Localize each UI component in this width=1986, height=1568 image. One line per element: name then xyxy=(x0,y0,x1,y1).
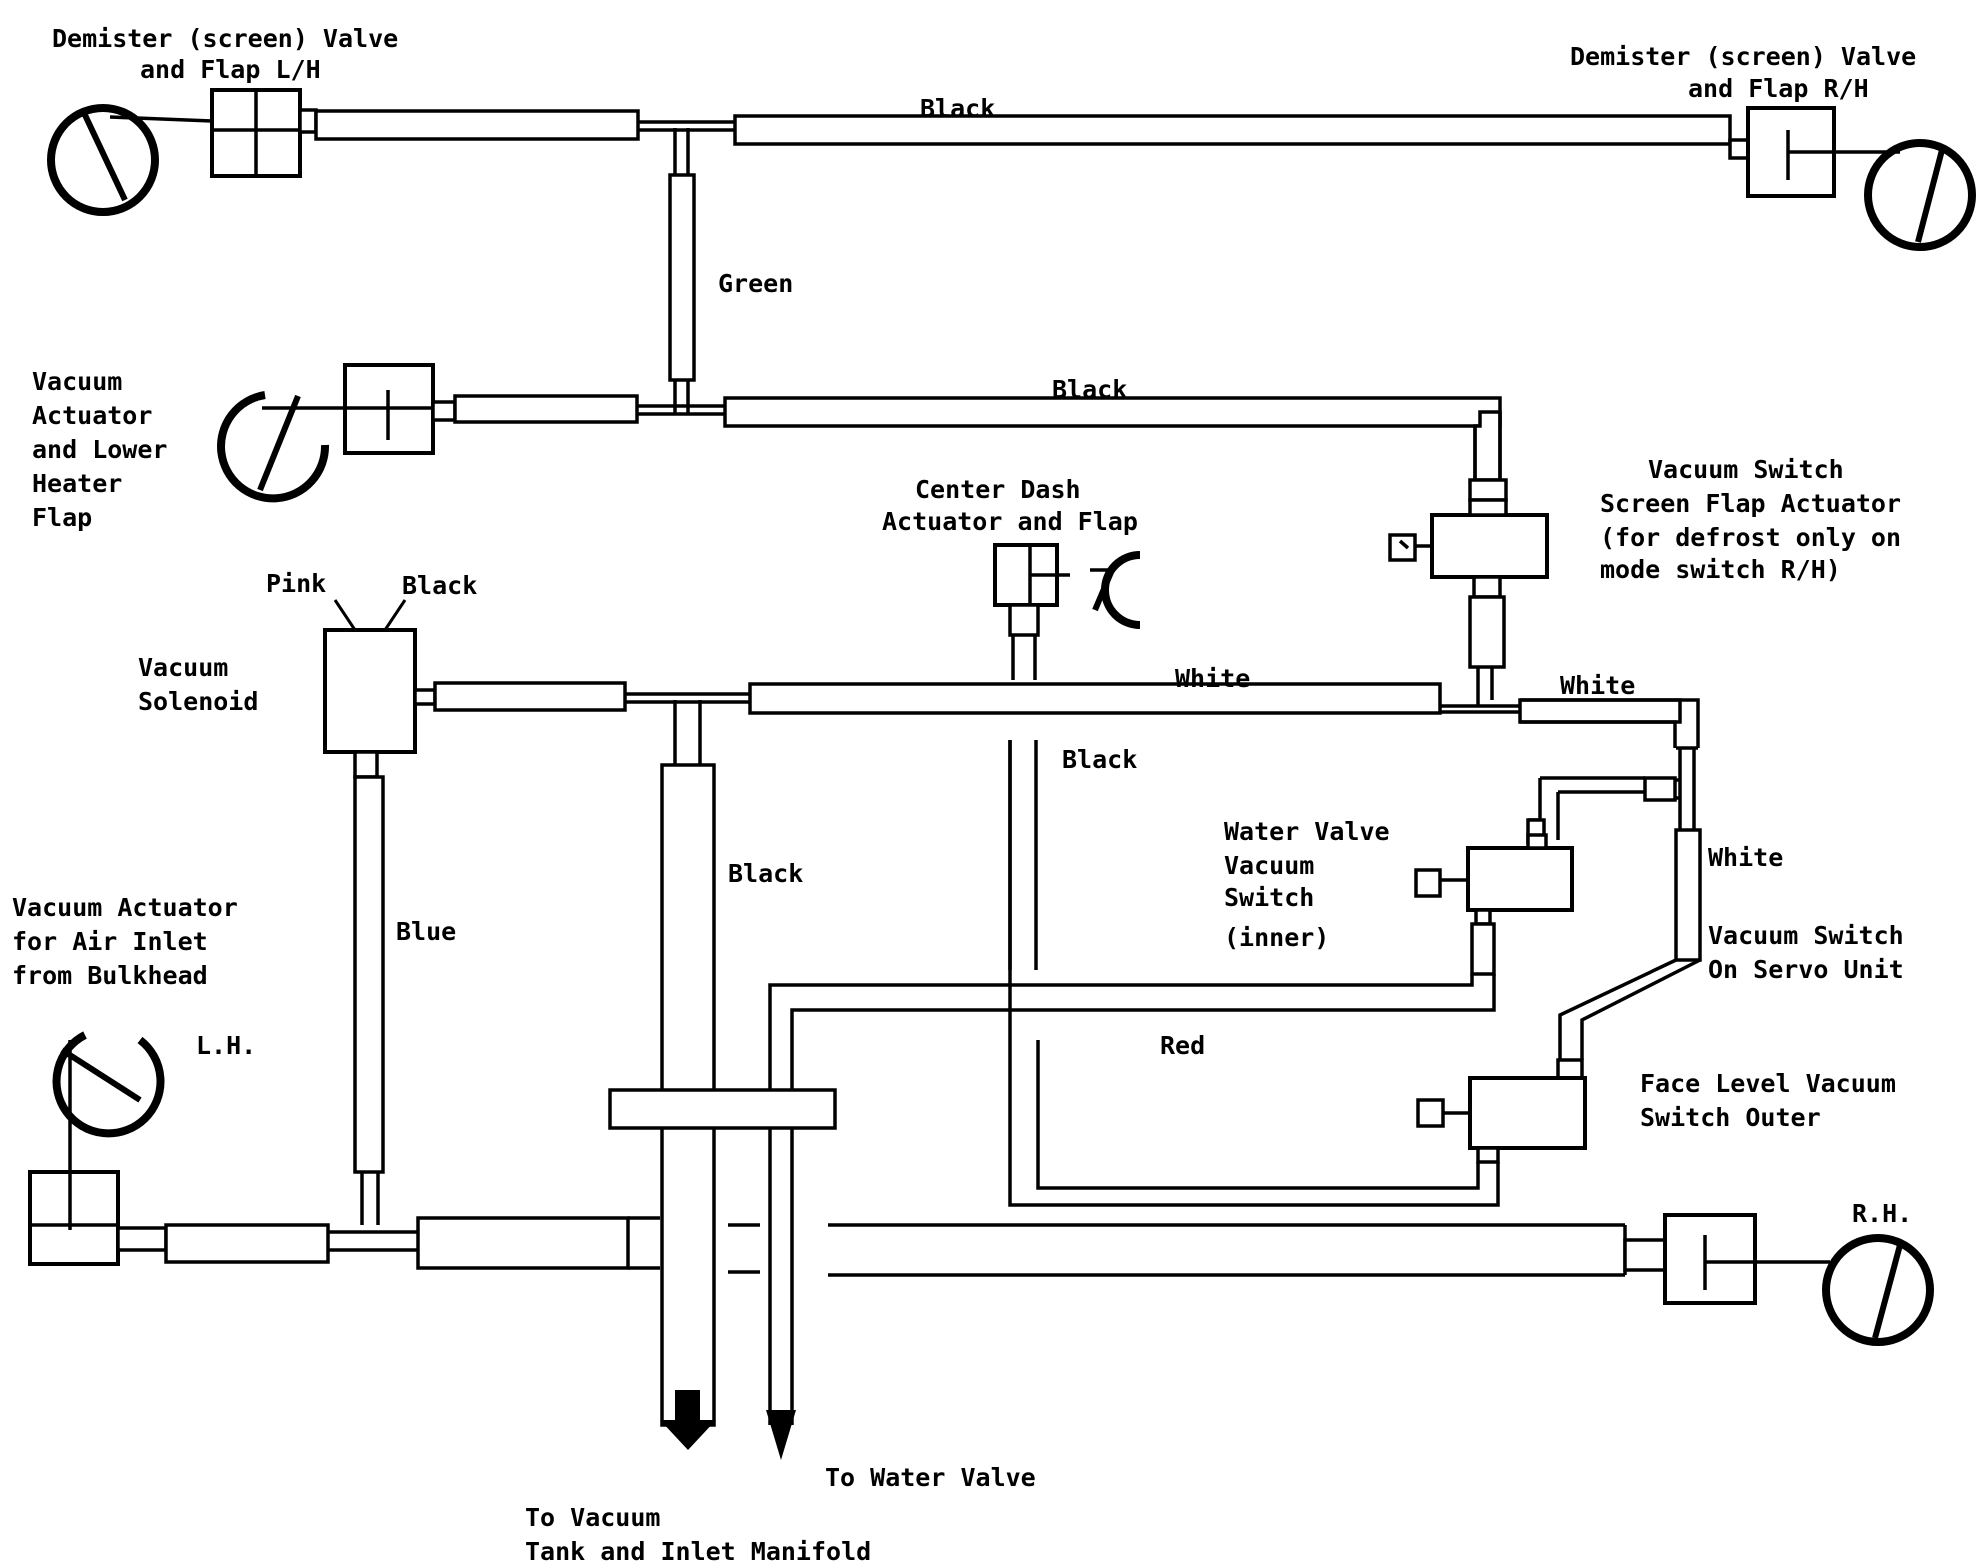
air-inlet-label-3: from Bulkhead xyxy=(12,961,208,990)
water-valve-label-4: (inner) xyxy=(1224,923,1329,952)
vac-switch-screen-label-4: mode switch R/H) xyxy=(1600,555,1841,584)
vac-switch-servo-label-2: On Servo Unit xyxy=(1708,955,1904,984)
pipe-black-center-label: Black xyxy=(1062,745,1137,774)
vacuum-solenoid xyxy=(323,599,437,779)
vac-switch-screen-label-2: Screen Flap Actuator xyxy=(1600,489,1901,518)
pipe-white-main-label: White xyxy=(1175,664,1250,693)
face-level-switch xyxy=(1008,740,1587,1207)
lower-heater-label-5: Flap xyxy=(32,503,92,532)
pipe-white-servo xyxy=(1556,958,1701,1082)
vac-switch-servo-label-1: Vacuum Switch xyxy=(1708,921,1904,950)
pipe-green-label: Green xyxy=(718,269,793,298)
air-inlet-label-2: for Air Inlet xyxy=(12,927,208,956)
air-inlet-label-1: Vacuum Actuator xyxy=(12,893,238,922)
face-level-label-1: Face Level Vacuum xyxy=(1640,1069,1896,1098)
rh-label: R.H. xyxy=(1852,1199,1912,1228)
lower-heater-label-2: Actuator xyxy=(32,401,152,430)
center-dash-label-2: Actuator and Flap xyxy=(882,507,1138,536)
lower-heater-flap-assembly xyxy=(217,363,725,503)
demister-lh-label-2: and Flap L/H xyxy=(140,55,321,84)
labels: Demister (screen) Valve and Flap L/H Dem… xyxy=(12,24,1916,1566)
bulkhead-band xyxy=(608,1088,837,1130)
pipe-red-label: Red xyxy=(1160,1031,1205,1060)
demister-rh-flap-dial xyxy=(1864,139,1976,251)
demister-rh-label-1: Demister (screen) Valve xyxy=(1570,42,1916,71)
pipe-white-right xyxy=(1520,698,1702,962)
pipe-black-mid-label: Black xyxy=(1052,375,1127,404)
to-vacuum-label-2: Tank and Inlet Manifold xyxy=(525,1537,871,1566)
pipe-black-center xyxy=(1008,740,1038,970)
water-valve-label-1: Water Valve xyxy=(1224,817,1390,846)
vacuum-solenoid-label-1: Vacuum xyxy=(138,653,228,682)
demister-lh-assembly xyxy=(47,88,318,216)
pipe-black-down-label: Black xyxy=(728,859,803,888)
center-dash-label-1: Center Dash xyxy=(915,475,1081,504)
pipe-black-top-label: Black xyxy=(920,94,995,123)
pipe-black-mid xyxy=(723,396,1508,502)
to-water-valve-label: To Water Valve xyxy=(825,1463,1036,1492)
vac-switch-screen-label-3: (for defrost only on xyxy=(1600,523,1901,552)
pipe-top-run xyxy=(314,109,1750,160)
water-valve-switch xyxy=(1414,833,1574,976)
lh-label: L.H. xyxy=(196,1031,256,1060)
vacuum-solenoid-label-2: Solenoid xyxy=(138,687,258,716)
lower-heater-label-1: Vacuum xyxy=(32,367,122,396)
pipe-white-servo-label: White xyxy=(1708,843,1783,872)
demister-lh-label-1: Demister (screen) Valve xyxy=(52,24,398,53)
center-dash-assembly xyxy=(993,543,1141,680)
pipe-black-down xyxy=(660,700,716,1450)
pipe-bottom-run xyxy=(628,1216,1667,1277)
lower-heater-label-3: and Lower xyxy=(32,435,167,464)
water-valve-label-2: Vacuum xyxy=(1224,851,1314,880)
lower-heater-label-4: Heater xyxy=(32,469,122,498)
to-vacuum-label-1: To Vacuum xyxy=(525,1503,660,1532)
demister-rh-label-2: and Flap R/H xyxy=(1688,74,1869,103)
pipe-blue xyxy=(353,775,385,1225)
pipe-green xyxy=(668,128,696,415)
pipe-red xyxy=(766,974,1496,1460)
rh-assembly xyxy=(1663,1213,1934,1346)
solenoid-black-label: Black xyxy=(402,571,477,600)
pipe-blue-label: Blue xyxy=(396,917,456,946)
water-valve-label-3: Switch xyxy=(1224,883,1314,912)
pink-label: Pink xyxy=(266,569,326,598)
pipe-white-right-label: White xyxy=(1560,671,1635,700)
vac-switch-screen-label-1: Vacuum Switch xyxy=(1648,455,1844,484)
vacuum-switch-screen-flap xyxy=(1388,498,1549,700)
air-inlet-lh-assembly xyxy=(28,1031,630,1270)
face-level-label-2: Switch Outer xyxy=(1640,1103,1821,1132)
demister-rh-assembly xyxy=(1746,106,1976,251)
pipe-white-main xyxy=(433,681,1682,724)
demister-lh-flap-dial xyxy=(47,104,159,216)
